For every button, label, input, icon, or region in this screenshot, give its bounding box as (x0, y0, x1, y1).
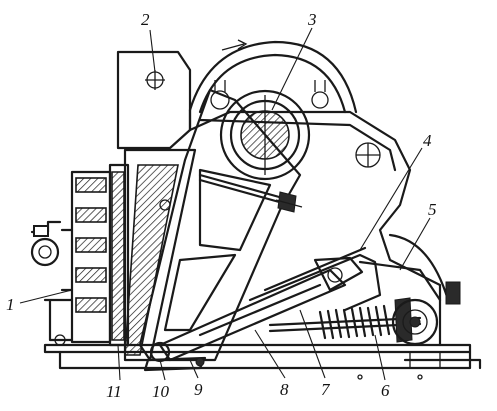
label-2: 2 (141, 10, 150, 29)
toggle-mechanism (143, 246, 382, 372)
label-9: 9 (194, 380, 203, 399)
label-4: 4 (423, 131, 432, 150)
label-6: 6 (381, 381, 390, 400)
label-5: 5 (428, 200, 437, 219)
label-11: 11 (106, 382, 122, 401)
label-10: 10 (152, 382, 170, 401)
label-7: 7 (321, 380, 331, 399)
label-8: 8 (280, 380, 289, 399)
base-frame (43, 343, 482, 380)
label-3: 3 (307, 10, 317, 29)
fixed-jaw (30, 163, 130, 347)
part-labels: 1 2 3 4 5 6 7 8 9 10 11 (6, 10, 437, 401)
leader-lines (19, 27, 431, 381)
label-1: 1 (6, 295, 15, 314)
tension-rod (198, 173, 303, 213)
spring-assembly (268, 233, 461, 346)
